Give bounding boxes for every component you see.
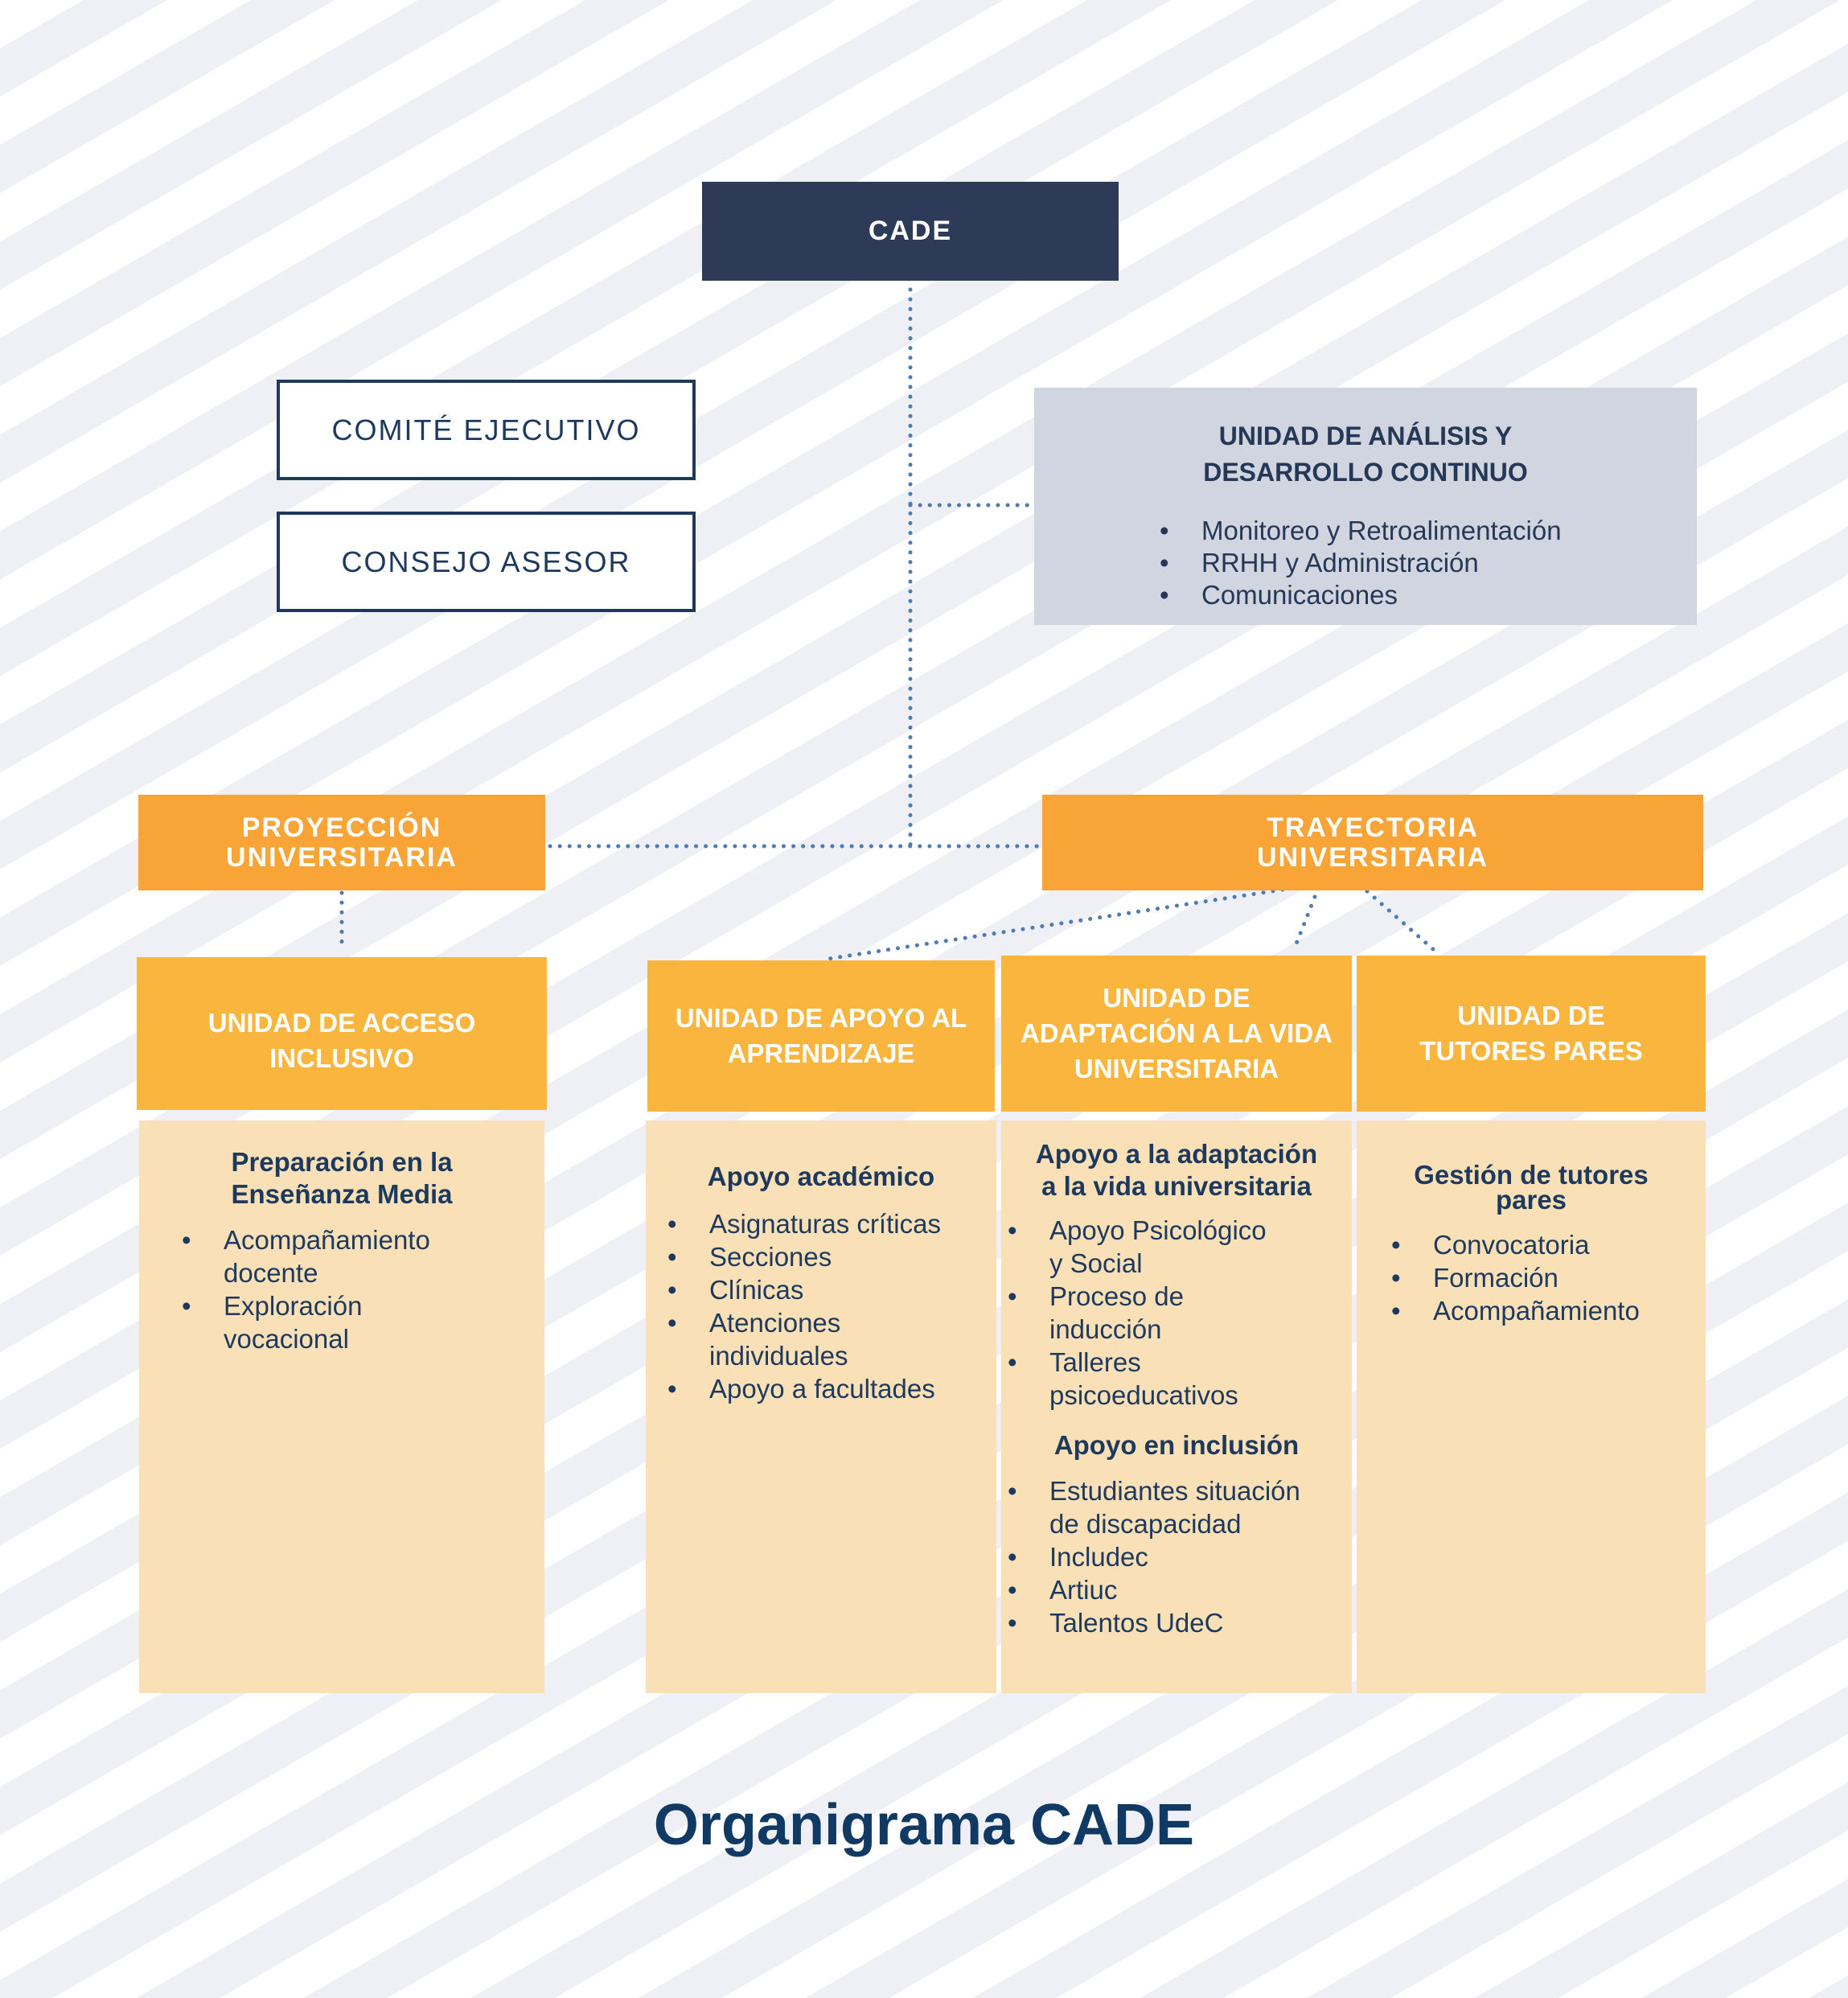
unidad-acceso-inclusivo-head: UNIDAD DE ACCESO INCLUSIVO	[137, 957, 547, 1110]
proyeccion-universitaria-node: PROYECCIÓN UNIVERSITARIA	[138, 795, 545, 890]
comite-ejecutivo-box: COMITÉ EJECUTIVO	[277, 380, 696, 480]
unidad-apoyo-aprendizaje-body: Apoyo académico Asignaturas críticas Sec…	[646, 1120, 996, 1693]
analysis-unit-box: UNIDAD DE ANÁLISIS Y DESARROLLO CONTINUO…	[1034, 388, 1697, 625]
list-item: Asignaturas críticas	[667, 1207, 996, 1240]
list-item: Secciones	[667, 1240, 996, 1273]
analysis-unit-list: Monitoreo y Retroalimentación RRHH y Adm…	[1034, 515, 1697, 611]
list-item: Apoyo a facultades	[667, 1372, 996, 1405]
list-item: Artiuc	[1008, 1573, 1352, 1606]
list-item: Talentos UdeC	[1008, 1606, 1352, 1639]
list-item: Convocatoria	[1391, 1228, 1706, 1261]
consejo-asesor-label: CONSEJO ASESOR	[341, 545, 631, 578]
section-title: Apoyo académico	[707, 1161, 935, 1191]
list-item: Acompañamiento	[1391, 1294, 1706, 1327]
list-item: Comunicaciones	[1160, 579, 1697, 611]
comite-ejecutivo-label: COMITÉ EJECUTIVO	[331, 413, 641, 446]
consejo-asesor-box: CONSEJO ASESOR	[277, 512, 696, 612]
list-item: RRHH y Administración	[1160, 547, 1697, 579]
cade-label: CADE	[868, 216, 953, 246]
trayectoria-universitaria-node: TRAYECTORIA UNIVERSITARIA	[1042, 795, 1703, 890]
section-list: Asignaturas críticas Secciones Clínicas …	[646, 1207, 996, 1405]
list-item: Includec	[1008, 1540, 1352, 1573]
unidad-apoyo-aprendizaje-head: UNIDAD DE APOYO AL APRENDIZAJE	[647, 960, 995, 1112]
connector-trayectoria-adaptacion	[1292, 894, 1317, 950]
section-list: Convocatoria Formación Acompañamiento	[1357, 1228, 1706, 1327]
list-item: Monitoreo y Retroalimentación	[1160, 515, 1697, 547]
cade-node: CADE	[702, 182, 1119, 281]
list-item: Clínicas	[667, 1273, 996, 1306]
connector-trayectoria-tutores	[1365, 889, 1435, 952]
unidad-tutores-pares-head: UNIDAD DE TUTORES PARES	[1357, 956, 1706, 1112]
analysis-unit-title: UNIDAD DE ANÁLISIS Y DESARROLLO CONTINUO	[1203, 421, 1528, 487]
page-title: Organigrama CADE	[653, 1793, 1195, 1857]
connector-trayectoria-apoyo	[826, 887, 1285, 961]
section-title: Apoyo en inclusión	[1053, 1430, 1300, 1460]
list-item: Formación	[1391, 1261, 1706, 1294]
unidad-adaptacion-head: UNIDAD DE ADAPTACIÓN A LA VIDA UNIVERSIT…	[1001, 956, 1352, 1112]
